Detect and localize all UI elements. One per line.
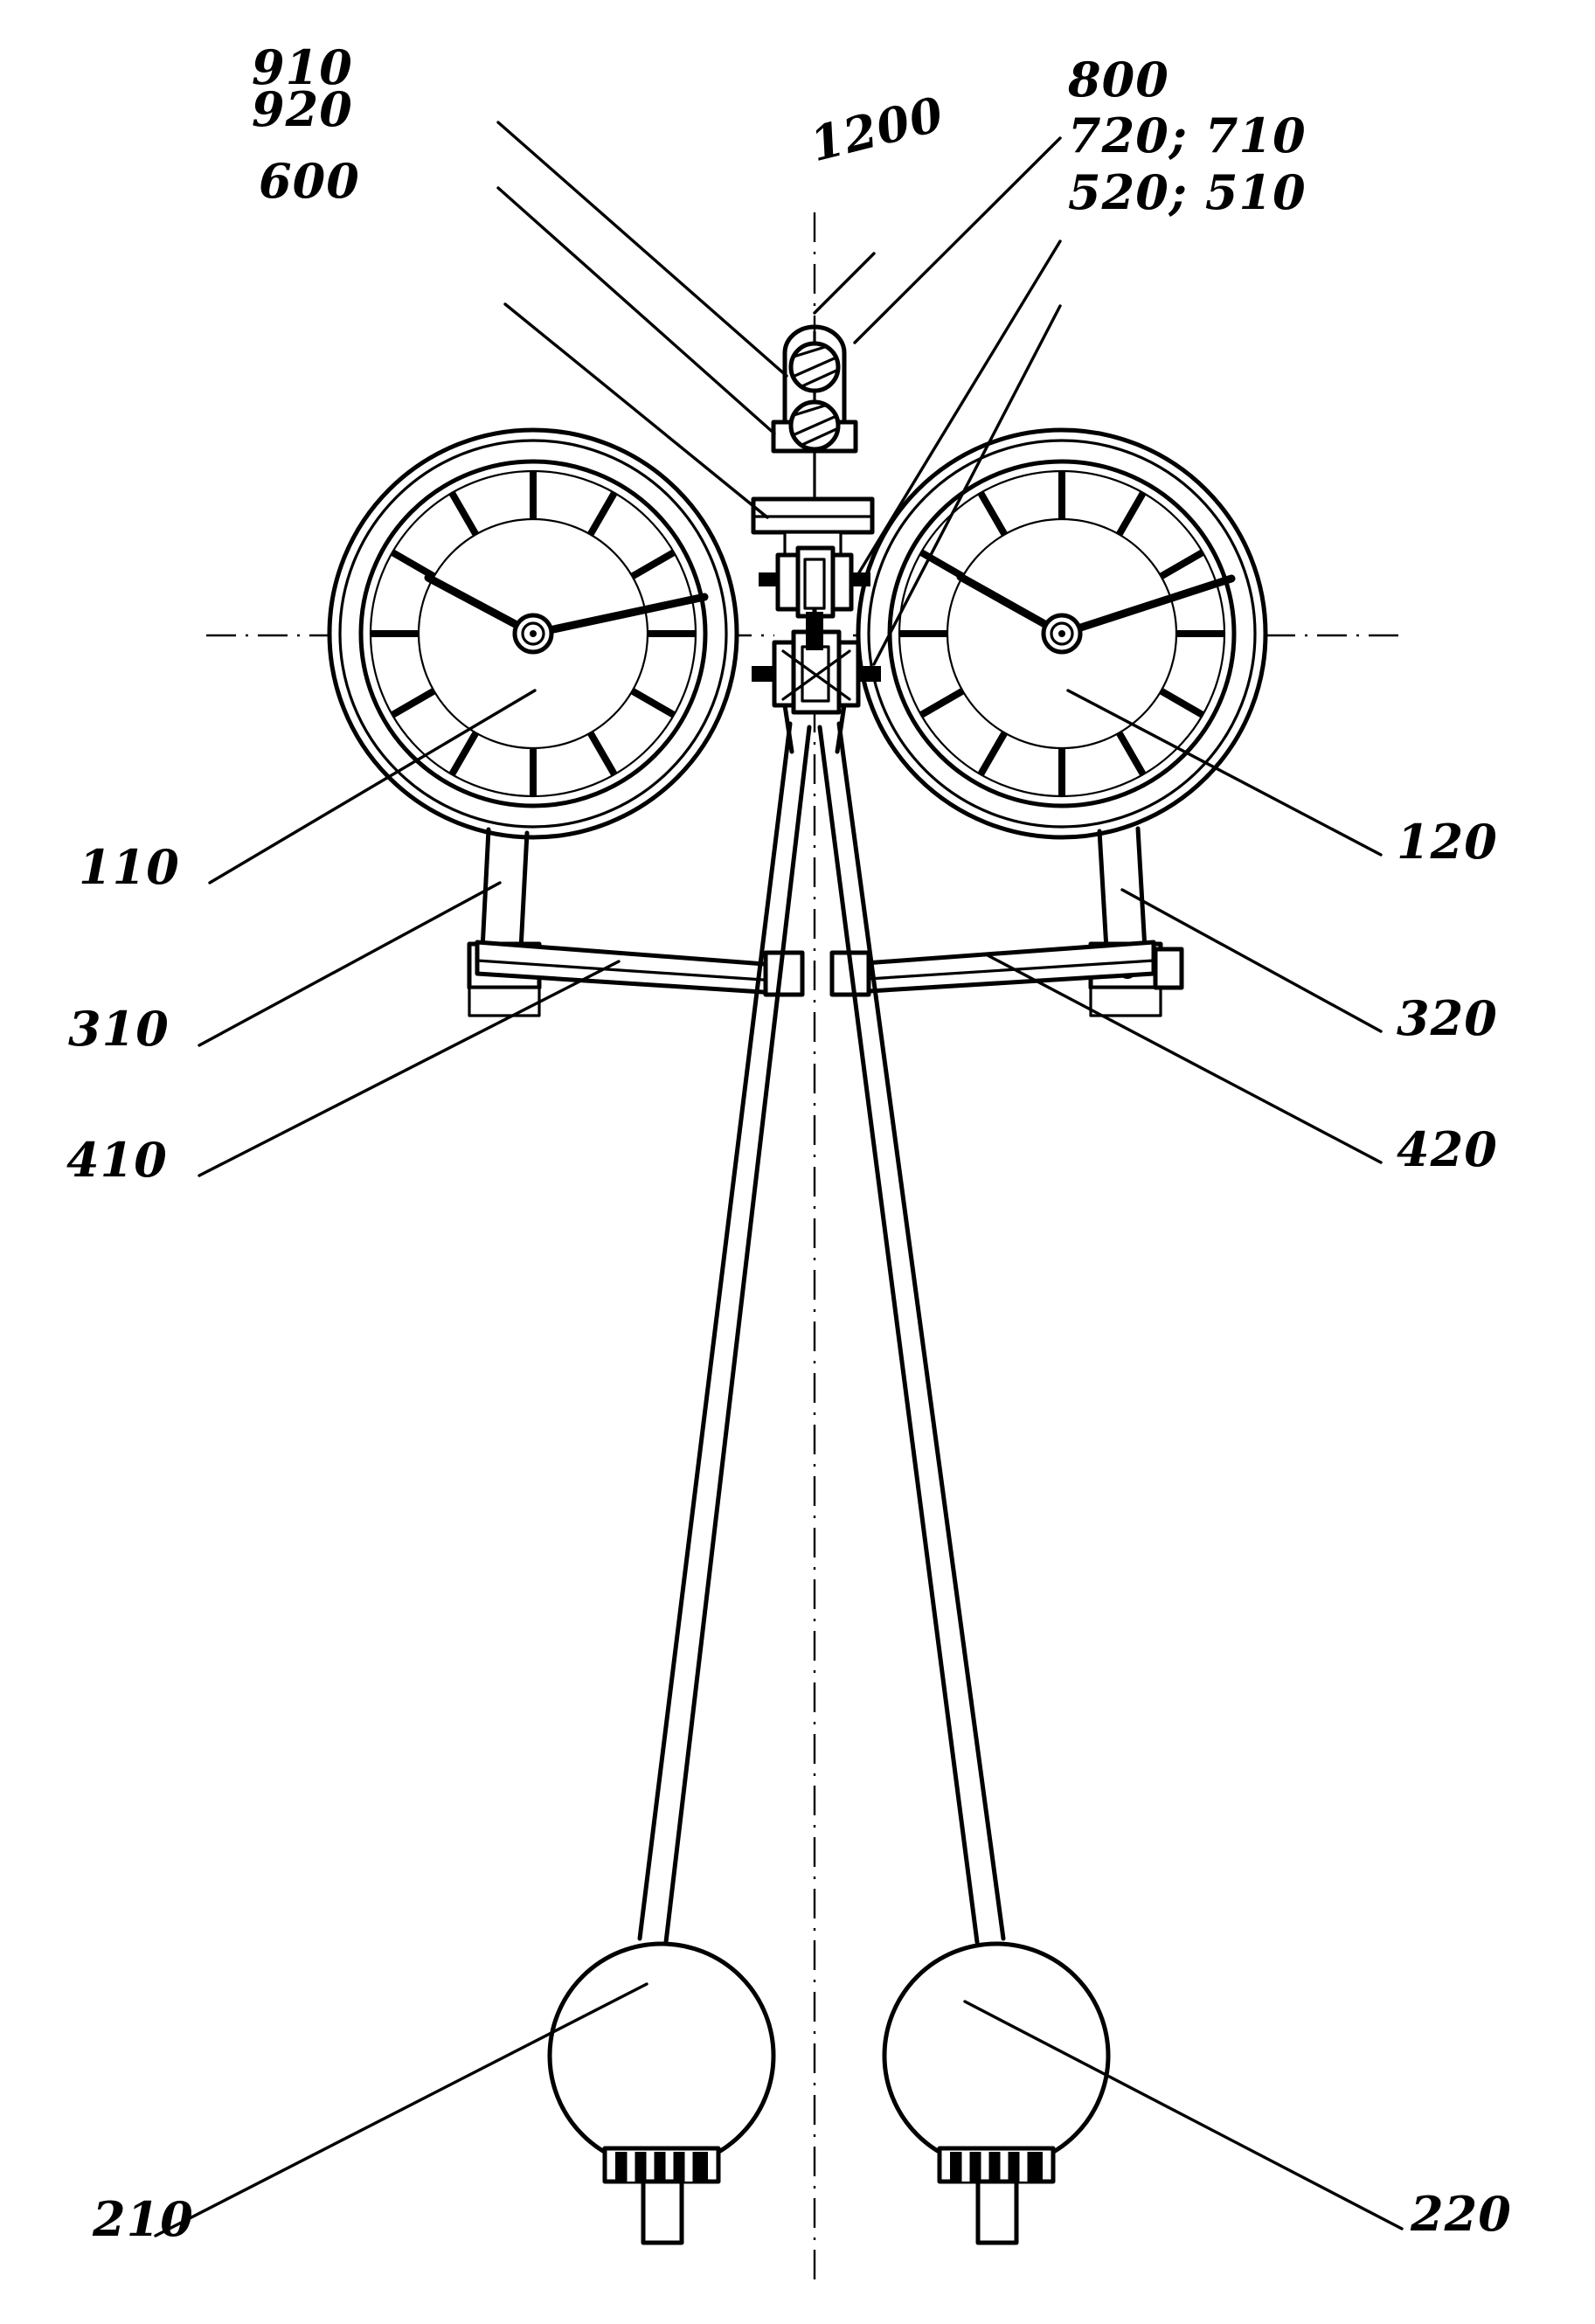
leader-800 xyxy=(853,136,1062,344)
ref-label-110: 110 xyxy=(79,839,180,895)
bob-nut-knurl-right xyxy=(950,2152,1043,2182)
pendulum-bob-right xyxy=(882,1941,1111,2245)
ref-label-520-510: 520; 510 xyxy=(1068,164,1307,220)
pendulum-rod-right xyxy=(817,721,1006,1945)
ref-label-120: 120 xyxy=(1397,814,1498,870)
clock-dial-left xyxy=(327,427,739,840)
clock-dial-right xyxy=(856,427,1268,840)
ref-label-420: 420 xyxy=(1397,1121,1498,1177)
leader-120 xyxy=(1066,689,1383,857)
ref-label-210: 210 xyxy=(93,2191,194,2247)
ref-label-920: 920 xyxy=(252,81,353,137)
leader-420 xyxy=(986,954,1383,1164)
leader-210 xyxy=(154,1982,648,2237)
clock-hands-right xyxy=(956,572,1236,655)
hour-markers-right xyxy=(899,471,1224,796)
leader-720-710 xyxy=(855,239,1062,579)
leader-220 xyxy=(963,2000,1404,2230)
leader-320 xyxy=(1120,888,1383,1033)
ref-label-910: 910 xyxy=(252,39,353,95)
leader-910 xyxy=(496,121,788,378)
ref-label-720-710: 720; 710 xyxy=(1068,108,1307,163)
bob-nut-knurl-left xyxy=(615,2152,708,2182)
pendulum-rod-left xyxy=(637,721,812,1945)
hour-markers-left xyxy=(371,471,696,796)
pendulum-bob-left xyxy=(547,1941,776,2245)
ref-label-320: 320 xyxy=(1397,990,1498,1046)
support-arm-left xyxy=(467,827,542,1017)
pivot-block-lower xyxy=(752,612,881,754)
ref-label-410: 410 xyxy=(66,1132,168,1188)
leader-520-510 xyxy=(872,304,1062,666)
clock-hands-left xyxy=(424,573,709,655)
leader-lines xyxy=(154,121,1404,2237)
upper-cross-plate xyxy=(751,496,875,557)
leader-600 xyxy=(503,302,769,519)
leader-110 xyxy=(208,689,537,885)
leader-920 xyxy=(496,186,776,435)
ref-label-800: 800 xyxy=(1068,52,1169,108)
leader-1200 xyxy=(813,252,876,315)
ref-label-220: 220 xyxy=(1411,2186,1512,2242)
leader-310 xyxy=(198,881,502,1047)
pivot-block-upper xyxy=(759,545,870,649)
leader-410 xyxy=(198,960,621,1177)
support-arm-right xyxy=(1088,826,1184,1017)
ref-label-600: 600 xyxy=(259,153,360,209)
ref-label-310: 310 xyxy=(68,1001,170,1057)
